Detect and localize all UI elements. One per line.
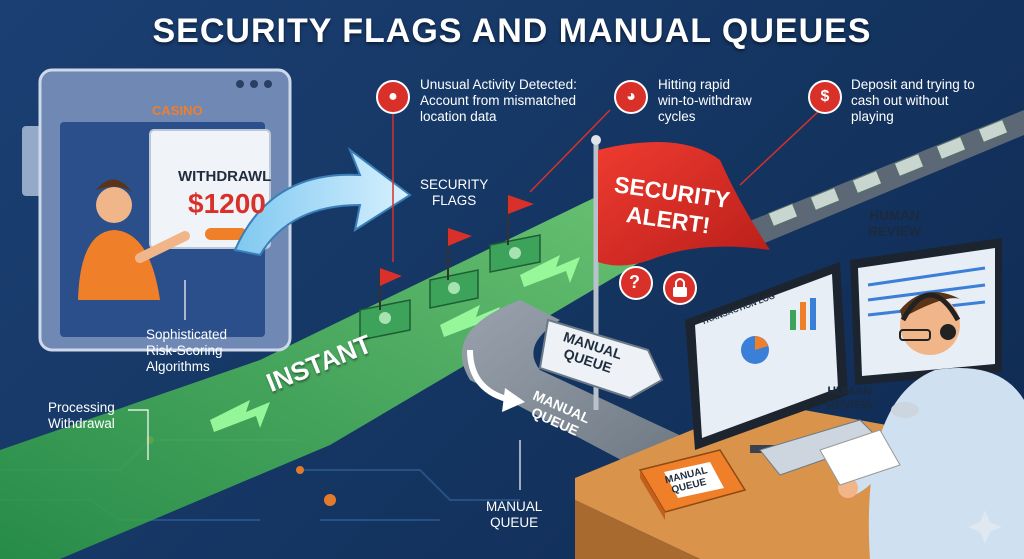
- security-alert-flag: [598, 142, 770, 266]
- processing-line2: Withdrawal: [48, 416, 115, 431]
- review-mid-line1: HUMAN: [827, 384, 872, 398]
- callout-deposit-line1: Deposit and trying to: [851, 77, 975, 92]
- security-flags-line2: FLAGS: [432, 193, 477, 208]
- road-arrow: [467, 349, 511, 403]
- withdrawal-amount: $1200: [188, 188, 266, 219]
- processing-withdrawal-label: Processing Withdrawal: [48, 400, 115, 432]
- flagged-cash-stack-1: [359, 268, 411, 341]
- callout-location: Unusual Activity Detected: Account from …: [420, 77, 577, 125]
- withdrawal-label: WITHDRAWL: [178, 168, 272, 185]
- callout-rapid: Hitting rapid win-to-withdraw cycles: [658, 77, 752, 125]
- review-mid-line2: REVIEW: [826, 398, 874, 412]
- curved-arrow: [233, 147, 412, 257]
- location-pin-icon: ●: [376, 80, 410, 114]
- callout-rapid-line3: cycles: [658, 109, 696, 124]
- callout-rapid-line1: Hitting rapid: [658, 77, 731, 92]
- risk-scoring-label: Sophisticated Risk-Scoring Algorithms: [146, 327, 227, 375]
- question-badge: [619, 266, 653, 300]
- bottom-line2: QUEUE: [490, 515, 539, 530]
- callout-deposit: Deposit and trying to cash out without p…: [851, 77, 975, 125]
- analyst-monitor-left: [685, 262, 848, 453]
- notepad: [819, 429, 901, 486]
- casino-monitor: [38, 68, 292, 352]
- road-arrow-head: [502, 388, 525, 412]
- mouse: [891, 402, 919, 418]
- window-dots: [236, 80, 272, 88]
- risk-line1: Sophisticated: [146, 327, 228, 342]
- manual-queue-road: [461, 300, 690, 470]
- review-top-line2: REVIEW: [868, 224, 922, 239]
- security-flags-line1: SECURITY: [420, 177, 489, 192]
- callout-location-line1: Unusual Activity Detected:: [420, 77, 577, 92]
- callout-location-line2: Account from mismatched: [420, 93, 577, 108]
- speedometer-icon: ◕: [614, 80, 648, 114]
- manual-queue-binder: [638, 449, 747, 520]
- conveyor-cash: [767, 118, 1009, 228]
- callout-deposit-line2: cash out without: [851, 93, 949, 108]
- risk-line2: Risk-Scoring: [146, 343, 223, 358]
- manual-queue-sign: [538, 318, 664, 400]
- casino-brand: CASINO: [152, 103, 203, 118]
- processing-line1: Processing: [48, 400, 115, 415]
- callout-deposit-line3: playing: [851, 109, 894, 124]
- security-flags-label: SECURITY FLAGS: [420, 177, 488, 209]
- flagged-cash-stack-2: [429, 228, 479, 309]
- bottom-manual-queue-label: MANUAL QUEUE: [486, 499, 542, 531]
- callout-rapid-line2: win-to-withdraw: [658, 93, 752, 108]
- page-title: SECURITY FLAGS AND MANUAL QUEUES: [152, 12, 872, 50]
- lock-icon: [673, 287, 687, 297]
- flagged-cash-stack-3: [489, 195, 541, 273]
- callout-location-line3: location data: [420, 109, 497, 124]
- human-review-top-label: HUMAN REVIEW: [868, 208, 921, 240]
- human-review-mid-label: HUMAN REVIEW: [826, 384, 873, 412]
- money-hand-icon: $: [808, 80, 842, 114]
- question-mark-text: ?: [629, 272, 640, 292]
- path-arrows: [210, 255, 580, 432]
- review-top-line1: HUMAN: [869, 208, 920, 223]
- risk-line3: Algorithms: [146, 359, 210, 374]
- sparkle-icon: [968, 510, 1002, 544]
- bottom-line1: MANUAL: [486, 499, 543, 514]
